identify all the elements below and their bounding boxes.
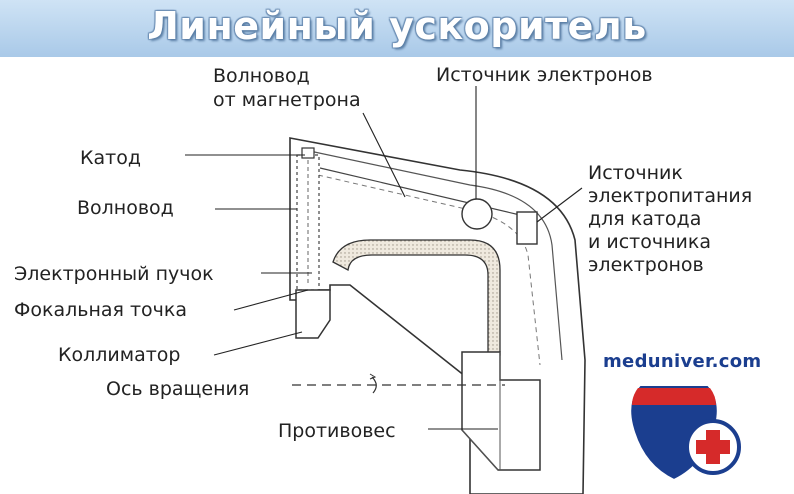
label-collimator: Коллиматор: [58, 344, 181, 366]
medical-cross-icon: [685, 419, 741, 475]
page-title: Линейный ускоритель: [147, 4, 647, 48]
label-electron-source: Источник электронов: [436, 64, 653, 86]
label-counterweight: Противовес: [278, 420, 396, 442]
label-waveguide-from-magnetron: Волновод от магнетрона: [213, 65, 361, 111]
electron-source-sphere: [461, 198, 493, 230]
power-supply-box: [516, 211, 538, 245]
label-focal-point: Фокальная точка: [14, 299, 188, 321]
collimator-head: [295, 289, 331, 339]
label-rotation-axis: Ось вращения: [106, 378, 250, 400]
label-power-source: Источник электропитания для катода и ист…: [588, 162, 753, 276]
rotation-arrow: [371, 376, 377, 394]
label-cathode: Катод: [80, 147, 141, 169]
label-electron-beam: Электронный пучок: [14, 263, 214, 285]
logo-text[interactable]: meduniver.com: [603, 351, 762, 372]
label-waveguide: Волновод: [77, 197, 174, 219]
title-banner: [0, 0, 794, 57]
